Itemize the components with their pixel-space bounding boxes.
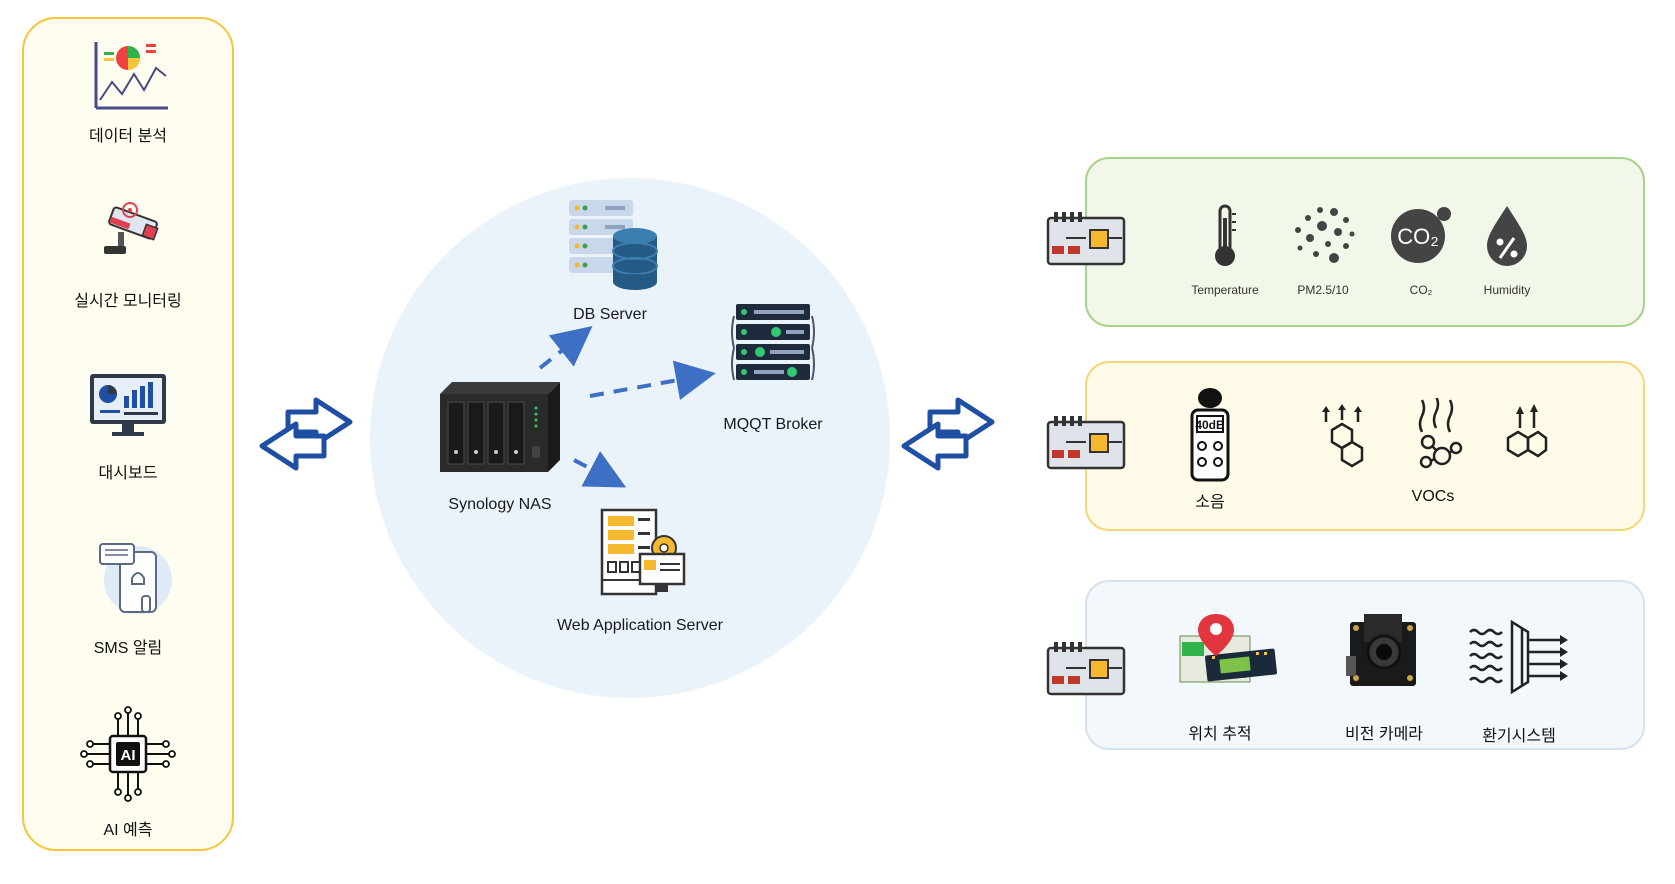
controller-board-icon	[1046, 212, 1126, 266]
vocs-label: VOCs	[1411, 488, 1455, 505]
mqtt-broker-rack-icon	[731, 304, 815, 381]
web-application-server-label: Web Application Server	[556, 617, 723, 634]
vocs-molecule-icon	[1322, 404, 1364, 468]
feature-label-realtime-monitoring: 실시간 모니터링	[74, 293, 182, 310]
feature-label-ai-prediction: AI 예측	[103, 822, 153, 839]
cctv-camera-icon	[104, 202, 159, 254]
environment-sensor-panel	[1085, 157, 1645, 327]
web-application-server-icon	[600, 508, 686, 596]
dashboard-monitor-icon	[90, 374, 166, 436]
sensor-label-co2: CO₂	[1409, 283, 1433, 297]
ventilation-system-icon	[1469, 619, 1568, 695]
sensor-label-temperature: Temperature	[1191, 283, 1259, 297]
synology-nas-label: Synology NAS	[448, 496, 552, 513]
feature-label-sms-alert: SMS 알림	[93, 640, 163, 657]
feature-label-data-analysis: 데이터 분석	[88, 128, 168, 145]
dashed-connector-arrows	[538, 326, 716, 488]
device-label-ventilation-system: 환기시스템	[1482, 728, 1556, 745]
ai-chip-icon: AI	[80, 706, 176, 802]
thermometer-icon	[1215, 204, 1236, 266]
arrow-nas-to-web	[573, 451, 627, 488]
svg-text:AI: AI	[121, 747, 136, 764]
sensor-label-humidity: Humidity	[1483, 283, 1531, 297]
noise-meter-icon: 40dB	[1190, 388, 1230, 482]
arrow-nas-to-db	[538, 326, 593, 370]
sensor-label-pm: PM2.5/10	[1297, 283, 1349, 297]
device-label-vision-camera: 비전 카메라	[1344, 726, 1424, 743]
bidirectional-arrow-left-icon	[259, 397, 353, 471]
vocs-chemical-icon	[1506, 404, 1548, 458]
db-server-label: DB Server	[573, 306, 647, 323]
arrow-nas-to-mqtt	[589, 360, 716, 400]
controller-board-icon	[1046, 416, 1126, 470]
co2-badge-text: CO₂	[1397, 224, 1439, 249]
synology-nas-icon	[440, 382, 560, 472]
vision-camera-icon	[1346, 614, 1416, 686]
feature-label-dashboard: 대시보드	[98, 465, 158, 482]
gps-tracker-icon	[1179, 614, 1277, 683]
air-quality-sensor-panel	[1085, 361, 1645, 531]
particulate-matter-icon	[1295, 207, 1355, 263]
device-label-location-tracking: 위치 추적	[1188, 726, 1252, 743]
noise-display-text: 40dB	[1195, 418, 1225, 432]
data-analysis-chart-icon	[94, 42, 168, 110]
co2-icon: CO₂	[1391, 207, 1451, 263]
mqtt-broker-label: MQQT Broker	[723, 416, 823, 433]
controller-board-icon	[1046, 642, 1126, 696]
humidity-drop-icon	[1487, 206, 1527, 266]
vocs-gas-molecule-icon	[1418, 398, 1463, 469]
database-server-icon	[569, 200, 658, 290]
sms-phone-icon	[99, 543, 172, 614]
bidirectional-arrow-right-icon	[901, 397, 995, 471]
noise-label: 소음	[1195, 494, 1225, 511]
